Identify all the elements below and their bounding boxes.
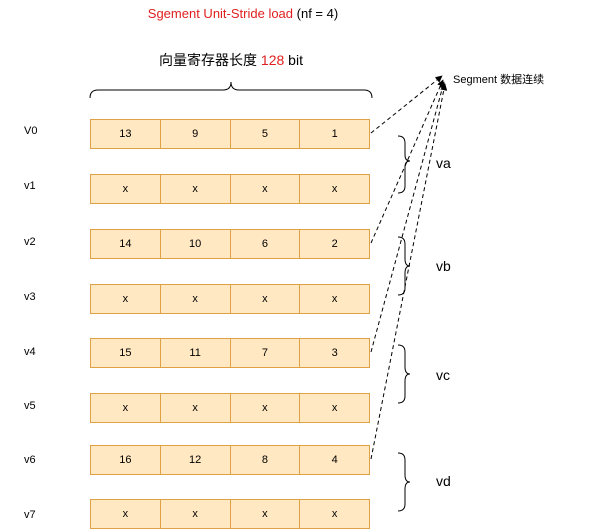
segment-contiguous-note: Segment 数据连续 (453, 74, 545, 86)
register-label-v1: v1 (24, 180, 36, 192)
register-cell: 7 (231, 339, 301, 367)
segment-arrow-v4 (370, 81, 446, 353)
register-cell: 14 (91, 230, 161, 258)
register-cell: 4 (331, 454, 338, 466)
segment-arrow-v6 (370, 83, 448, 460)
register-cell: 8 (231, 446, 301, 474)
register-cell: x (231, 175, 301, 203)
register-cell: 5 (231, 120, 301, 148)
group-label-vc: vc (436, 367, 450, 383)
register-label-v0: V0 (24, 125, 38, 137)
segment-arrow-v2 (370, 79, 444, 244)
register-cell: x (91, 175, 161, 203)
width-label-prefix: 向量寄存器长度 (159, 52, 261, 68)
register-cell: x (91, 500, 161, 528)
register-row-v0: 13 9 5 1 (90, 119, 370, 149)
register-cell: x (91, 394, 161, 422)
group-brace-vb (397, 236, 411, 296)
width-brace (89, 81, 373, 99)
register-cell: x (161, 175, 231, 203)
register-label-v6: v6 (24, 454, 36, 466)
register-row-v6: 16 12 8 4 (90, 445, 370, 475)
width-label-suffix: bit (284, 52, 303, 68)
group-brace-vc (397, 344, 411, 404)
register-cell: 16 (91, 446, 161, 474)
group-label-vb: vb (436, 258, 451, 274)
diagram-title: Sgement Unit-Stride load (nf = 4) (0, 6, 486, 21)
register-cell: 2 (331, 238, 338, 250)
register-label-v2: v2 (24, 236, 36, 248)
register-row-v2: 14 10 6 2 (90, 229, 370, 259)
register-cell: 11 (161, 339, 231, 367)
register-cell: 9 (161, 120, 231, 148)
register-cell: x (231, 394, 301, 422)
segment-arrow-v0 (370, 75, 443, 134)
group-brace-vd (397, 452, 411, 512)
register-cell: 3 (331, 347, 338, 359)
register-cell: x (231, 500, 301, 528)
register-cell: x (331, 402, 338, 414)
register-cell: x (331, 183, 338, 195)
register-cell: x (161, 394, 231, 422)
register-cell: x (161, 285, 231, 313)
register-row-v5: x x x x (90, 393, 370, 423)
title-main: Sgement Unit-Stride load (147, 6, 294, 21)
register-cell: 12 (161, 446, 231, 474)
register-width-label: 向量寄存器长度 128 bit (90, 50, 372, 70)
register-label-v4: v4 (24, 346, 36, 358)
register-label-v7: v7 (24, 509, 36, 521)
register-cell: x (331, 293, 338, 305)
register-cell: 13 (91, 120, 161, 148)
width-label-value: 128 (260, 52, 285, 68)
register-label-v5: v5 (24, 400, 36, 412)
register-row-v3: x x x x (90, 284, 370, 314)
title-suffix: (nf = 4) (293, 6, 339, 21)
register-cell: 1 (331, 128, 338, 140)
register-label-v3: v3 (24, 291, 36, 303)
register-cell: x (91, 285, 161, 313)
group-brace-va (397, 135, 411, 194)
register-row-v1: x x x x (90, 174, 370, 204)
register-row-v7: x x x x (90, 499, 370, 529)
register-cell: x (161, 500, 231, 528)
register-row-v4: 15 11 7 3 (90, 338, 370, 368)
register-cell: x (331, 508, 338, 520)
register-cell: 15 (91, 339, 161, 367)
register-cell: x (231, 285, 301, 313)
group-label-vd: vd (436, 473, 451, 489)
group-label-va: va (436, 155, 451, 171)
register-cell: 6 (231, 230, 301, 258)
register-cell: 10 (161, 230, 231, 258)
